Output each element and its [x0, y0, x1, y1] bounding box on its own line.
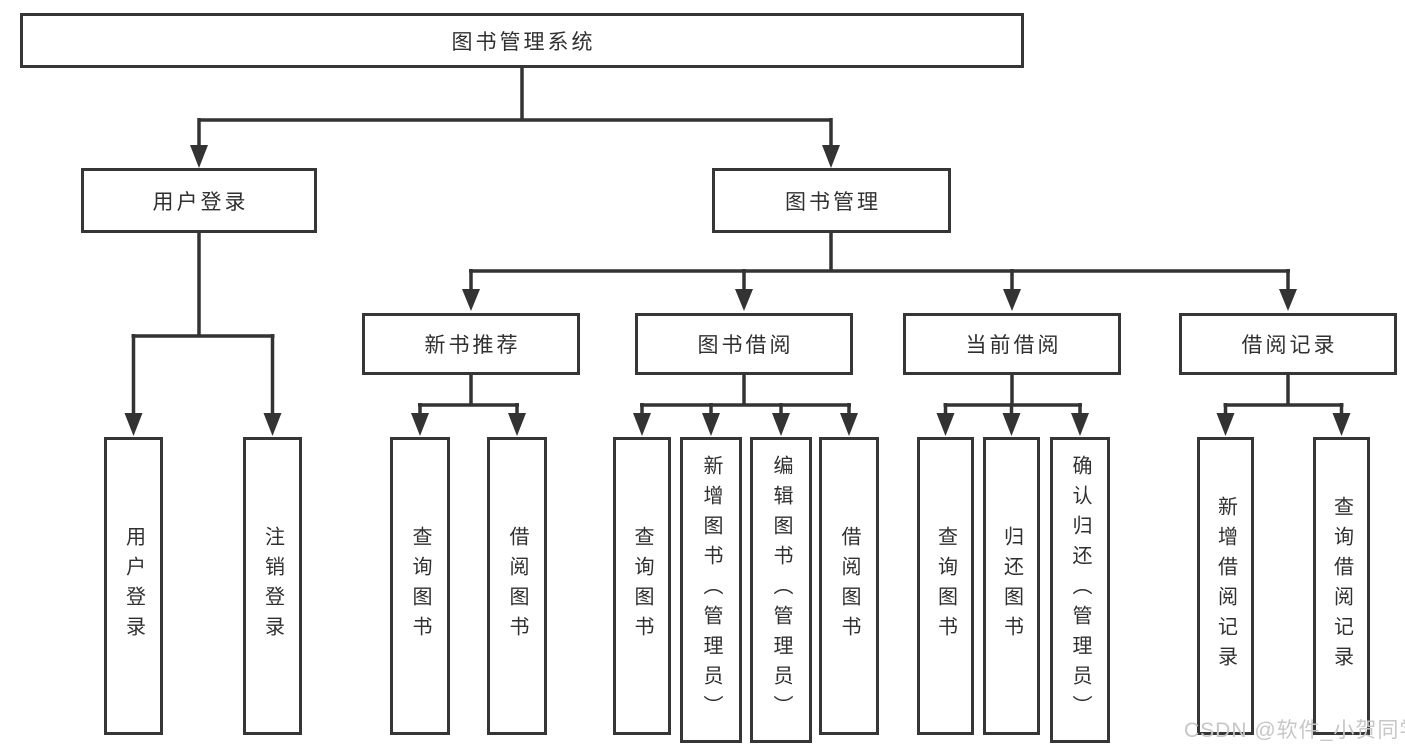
arrow-icon	[508, 413, 526, 436]
arrow-icon	[1216, 413, 1235, 436]
arrow-icon	[633, 413, 651, 436]
node-cb-query-books-label: 查询图书	[934, 526, 957, 646]
arrow-icon	[1332, 413, 1351, 436]
arrow-icon	[772, 413, 790, 436]
node-book-management: 图书管理	[712, 168, 951, 233]
node-logout-action-label: 注销登录	[261, 526, 284, 646]
node-bb-add-books-admin: 新增图书（管理员）	[680, 437, 742, 743]
node-cb-confirm-return-admin-label: 确认归还（管理员）	[1069, 455, 1091, 725]
node-nb-query-books: 查询图书	[390, 437, 450, 735]
node-nb-query-books-label: 查询图书	[409, 526, 431, 646]
node-cb-query-books: 查询图书	[917, 437, 974, 735]
connector-root-to-level2	[197, 68, 833, 148]
node-logout-action: 注销登录	[243, 437, 302, 735]
arrow-icon	[822, 145, 840, 168]
node-borrow-records: 借阅记录	[1179, 313, 1397, 375]
arrow-icon	[840, 413, 858, 436]
arrow-icon	[1003, 289, 1021, 311]
node-root: 图书管理系统	[20, 13, 1024, 68]
connector-records-to-children	[1223, 375, 1344, 415]
node-book-management-label: 图书管理	[785, 190, 881, 214]
arrow-icon	[702, 413, 720, 436]
node-book-borrow: 图书借阅	[635, 313, 853, 375]
node-current-borrow: 当前借阅	[903, 313, 1121, 375]
node-bb-query-books: 查询图书	[613, 437, 671, 735]
node-bb-add-books-admin-label: 新增图书（管理员）	[700, 455, 722, 725]
node-root-label: 图书管理系统	[451, 30, 596, 54]
node-user-login-label: 用户登录	[152, 190, 249, 214]
node-user-login-action-label: 用户登录	[122, 526, 145, 646]
node-br-add-record-label: 新增借阅记录	[1214, 496, 1237, 676]
node-cb-confirm-return-admin: 确认归还（管理员）	[1050, 437, 1110, 743]
arrow-icon	[190, 145, 208, 168]
node-new-book-recommend-label: 新书推荐	[424, 334, 521, 357]
arrow-icon	[1071, 413, 1089, 436]
arrow-icon	[124, 413, 143, 436]
csdn-watermark: CSDN @软件_小贺同学	[1184, 719, 1405, 742]
node-user-login-action: 用户登录	[104, 437, 163, 735]
node-user-login: 用户登录	[81, 168, 317, 233]
node-bb-edit-books-admin-label: 编辑图书（管理员）	[770, 455, 792, 725]
arrow-icon	[936, 413, 955, 436]
arrow-icon	[462, 289, 480, 311]
connector-bookborrow-to-children	[640, 375, 851, 415]
node-bb-borrow-books-label: 借阅图书	[838, 526, 860, 646]
arrowheads	[124, 145, 1351, 436]
node-bb-query-books-label: 查询图书	[631, 526, 653, 646]
node-cb-return-books: 归还图书	[983, 437, 1040, 735]
node-borrow-records-label: 借阅记录	[1241, 334, 1338, 357]
node-cb-return-books-label: 归还图书	[1000, 526, 1023, 646]
arrow-icon	[735, 289, 753, 311]
node-nb-borrow-books: 借阅图书	[487, 437, 547, 735]
arrow-icon	[263, 413, 282, 436]
arrow-icon	[411, 413, 429, 436]
node-bb-edit-books-admin: 编辑图书（管理员）	[750, 437, 812, 743]
connector-bookmgmt-to-level3	[469, 233, 1290, 291]
connector-userlogin-to-children	[131, 233, 275, 415]
node-book-borrow-label: 图书借阅	[697, 334, 794, 357]
connector-currentborrow-to-children	[943, 375, 1082, 415]
node-current-borrow-label: 当前借阅	[965, 334, 1062, 357]
node-new-book-recommend: 新书推荐	[362, 313, 580, 375]
node-br-query-record-label: 查询借阅记录	[1330, 496, 1353, 676]
node-bb-borrow-books: 借阅图书	[819, 437, 879, 735]
node-br-add-record: 新增借阅记录	[1197, 437, 1254, 735]
arrow-icon	[1279, 289, 1297, 311]
arrow-icon	[1002, 413, 1021, 436]
connector-newbooks-to-children	[418, 375, 519, 415]
node-nb-borrow-books-label: 借阅图书	[506, 526, 528, 646]
node-br-query-record: 查询借阅记录	[1313, 437, 1370, 735]
